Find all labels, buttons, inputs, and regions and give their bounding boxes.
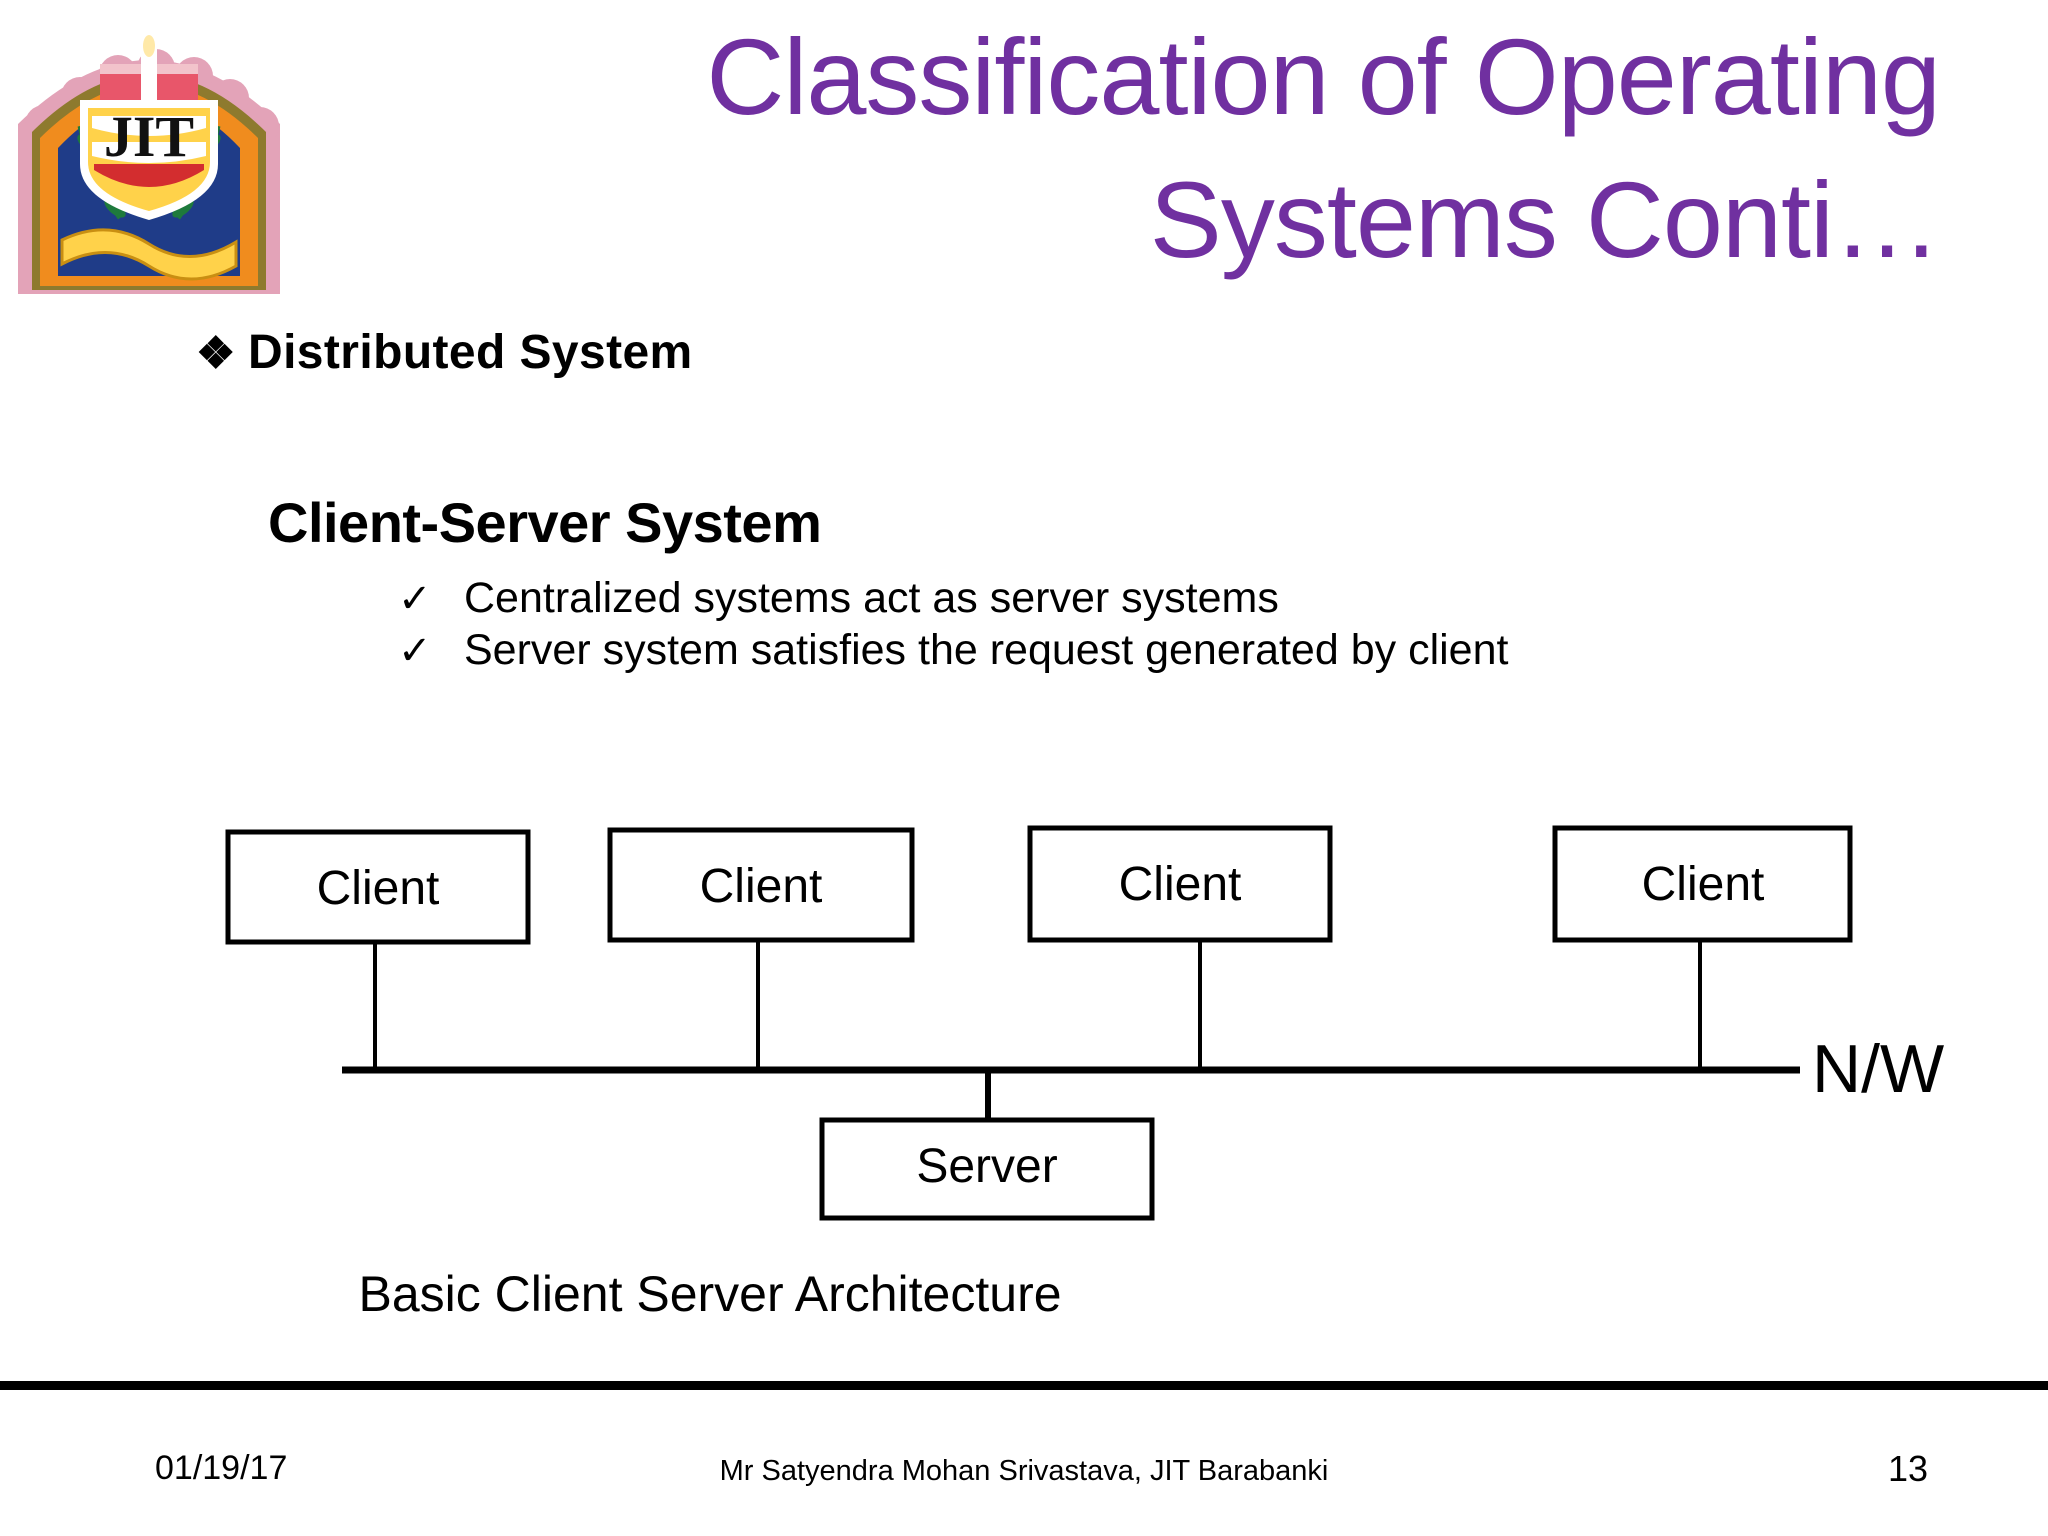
footer-divider (0, 1381, 2048, 1390)
client-box-3-label: Client (1119, 858, 1242, 911)
bullet-distributed-system-label: Distributed System (248, 326, 693, 379)
network-label: N/W (1812, 1031, 1944, 1107)
diagram-caption: Basic Client Server Architecture (358, 1266, 1062, 1322)
client-box-1-label: Client (317, 862, 440, 915)
list-item: ✓ Server system satisfies the request ge… (398, 624, 1898, 676)
bullet-distributed-system: ❖Distributed System (196, 325, 693, 380)
page-title: Classification of Operating Systems Cont… (300, 6, 1941, 291)
diamond-bullet-icon: ❖ (196, 329, 236, 378)
client-box-1 (225, 829, 531, 945)
client-box-3 (1027, 825, 1333, 943)
client-box-4 (1552, 825, 1853, 943)
server-box-label: Server (916, 1140, 1057, 1193)
list-item-label: Server system satisfies the request gene… (464, 626, 1509, 675)
list-item-label: Centralized systems act as server system… (464, 574, 1279, 622)
client-box-2-label: Client (700, 860, 823, 913)
client-box-2 (607, 827, 915, 943)
client-box-4-label: Client (1642, 858, 1765, 911)
jit-college-logo: JIT (8, 4, 290, 300)
check-bullet-list: ✓ Centralized systems act as server syst… (398, 572, 1898, 677)
footer-page-number: 13 (1887, 1448, 1928, 1489)
list-item: ✓ Centralized systems act as server syst… (398, 572, 1898, 624)
page-title-line-2: Systems Conti… (1149, 158, 1941, 280)
footer-author: Mr Satyendra Mohan Srivastava, JIT Barab… (719, 1455, 1329, 1487)
client-server-architecture-diagram: Client Client Client Client Server N/W (0, 790, 2048, 1250)
footer-date: 01/19/17 (155, 1449, 288, 1487)
check-bullet-icon: ✓ (398, 577, 432, 621)
svg-text:JIT: JIT (104, 104, 194, 169)
page-title-line-1: Classification of Operating (706, 16, 1941, 137)
check-bullet-icon: ✓ (398, 629, 432, 674)
heading-client-server-system: Client-Server System (268, 491, 822, 554)
